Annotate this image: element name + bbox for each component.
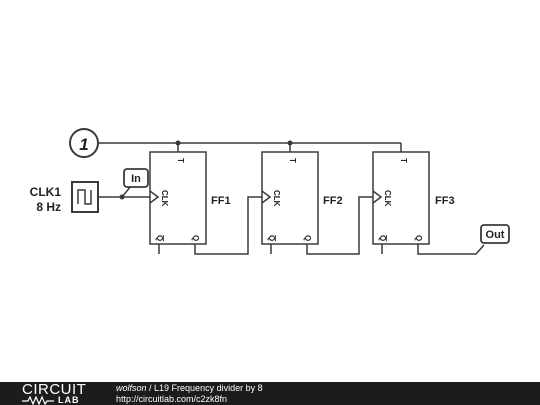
pin-clk-ff3: CLK	[383, 190, 392, 207]
pin-q-ff3: Q	[414, 235, 423, 241]
q-wire-ff1-to-ff2	[194, 196, 262, 255]
pin-q-ff2: Q	[303, 235, 312, 241]
junction-dot	[287, 140, 293, 146]
clk-triangle-ff1	[149, 190, 160, 204]
flipflop-label-ff3: FF3	[435, 195, 455, 207]
flipflop-label-ff2: FF2	[323, 195, 343, 207]
pin-qbar-ff2: Q	[267, 235, 276, 241]
flipflop-ff2[interactable]	[261, 151, 319, 245]
circuit-title: L19 Frequency divider by 8	[154, 383, 263, 393]
clk-triangle-ff3	[372, 190, 383, 204]
title-separator: /	[146, 383, 155, 393]
pin-clk-ff1: CLK	[160, 190, 169, 207]
title-row: wolfson / L19 Frequency divider by 8	[116, 383, 263, 394]
flipflop-ff3[interactable]	[372, 151, 430, 245]
circuitlab-logo[interactable]: CIRCUIT LAB	[22, 381, 94, 405]
square-wave-icon	[77, 189, 92, 205]
pin-q-ff1: Q	[191, 235, 200, 241]
schematic-canvas: In Out 1 CLK1 8 Hz T CLK Q Q FF1 T CLK Q…	[30, 128, 510, 255]
out-probe-tag[interactable]	[480, 224, 510, 244]
constant-label: 1	[79, 135, 88, 154]
pin-t-ff3: T	[399, 158, 408, 163]
in-probe-label: In	[131, 173, 141, 185]
circuit-url[interactable]: http://circuitlab.com/c2zk8fn	[116, 394, 228, 404]
clock-name-label: CLK1	[30, 185, 62, 199]
flipflop-ff1[interactable]	[149, 151, 207, 245]
logo-text-bottom: LAB	[58, 395, 80, 405]
circuit-meta: wolfson / L19 Frequency divider by 8 htt…	[116, 383, 263, 405]
flipflop-label-ff1: FF1	[211, 195, 231, 207]
logo-bottom-row: LAB	[22, 395, 94, 405]
out-probe-label: Out	[486, 229, 505, 241]
junction-dot	[119, 194, 125, 200]
junction-dot	[175, 140, 181, 146]
pin-clk-ff2: CLK	[272, 190, 281, 207]
pin-t-ff2: T	[288, 158, 297, 163]
pin-qbar-ff3: Q	[378, 235, 387, 241]
resistor-icon	[22, 396, 54, 405]
in-probe-tag[interactable]	[123, 168, 149, 188]
clk-triangle-ff2	[261, 190, 272, 204]
footer-bar: CIRCUIT LAB wolfson / L19 Frequency divi…	[0, 382, 540, 405]
q-wire-ff3-to-out	[417, 244, 485, 255]
logo-text-top: CIRCUIT	[22, 381, 87, 398]
author-link[interactable]: wolfson	[116, 383, 147, 393]
pin-qbar-ff1: Q	[155, 235, 164, 241]
clock-frequency-label: 8 Hz	[36, 200, 61, 214]
q-wire-ff2-to-ff3	[306, 196, 373, 255]
pin-t-ff1: T	[176, 158, 185, 163]
